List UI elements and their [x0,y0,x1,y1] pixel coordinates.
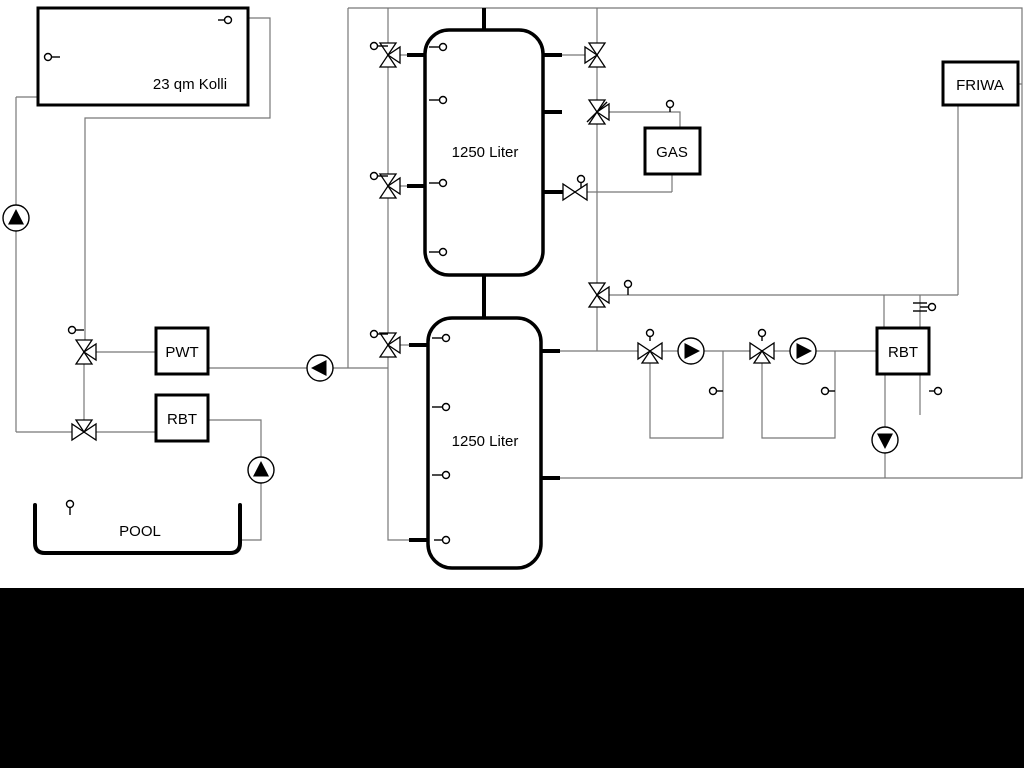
tank1-sensor-4 [429,247,448,257]
charge-valve1-sensor [369,41,388,51]
pwt-pump [306,354,334,382]
heater-rod-symbol [913,302,927,312]
tank1-sensor-2 [429,95,448,105]
pool-label: POOL [119,523,161,540]
gas-label: GAS [656,144,688,161]
solar-pump [2,204,30,232]
rbt-left-box: RBT [154,393,210,443]
rbt-right-box: RBT [875,326,931,376]
mixing-valve1-actuator [645,328,655,341]
gas-check-valve [586,99,610,125]
tank2-sensor-4 [434,535,451,545]
tank2-sensor-3 [432,470,451,480]
rbt-right-label: RBT [888,344,918,361]
buffer-tank-2: 1250 Liter [426,316,543,570]
gas-boiler-box: GAS [643,126,702,176]
tank2-label: 1250 Liter [452,433,519,450]
charge-valve3-sensor [369,329,388,339]
pwt-label: PWT [165,344,198,361]
pool-sensor [65,499,75,515]
solar-valve-sensor [67,325,84,335]
collector-sensor [43,52,60,62]
rbt-pump [871,426,899,454]
heating-supply-sensor [623,279,633,295]
loop2-return-sensor [820,386,835,396]
pool-pump [247,456,275,484]
tank2-sensor-2 [432,402,451,412]
pool-basin: POOL [33,503,242,555]
gas-supply-sensor [665,99,675,112]
collector-label: 23 qm Kolli [153,76,227,93]
collector-box: 23 qm Kolli [36,6,250,107]
heating-pump-1 [677,337,705,365]
collector-top-sensor [218,15,233,25]
tank1-label: 1250 Liter [452,144,519,161]
letterbox-band [0,588,1024,768]
tank2-sensor-1 [432,333,451,343]
pipes [15,7,1023,541]
pwt-heat-exchanger-box: PWT [154,326,210,376]
heater-rod-sensor [920,302,937,312]
friwa-label: FRIWA [956,77,1004,94]
loop1-return-sensor [708,386,723,396]
gas-return-sensor [576,174,586,188]
rbt-left-label: RBT [167,411,197,428]
rbt-right-sensor [929,386,943,396]
heating-pump-2 [789,337,817,365]
friwa-box: FRIWA [941,60,1020,107]
sensors [43,15,943,545]
buffer-tank-1: 1250 Liter [423,28,545,277]
tank-stubs [407,8,563,542]
charge-valve2-sensor [369,171,388,181]
mixing-valve2-actuator [757,328,767,341]
tank1-sensor-1 [429,42,448,52]
tank1-sensor-3 [429,178,448,188]
